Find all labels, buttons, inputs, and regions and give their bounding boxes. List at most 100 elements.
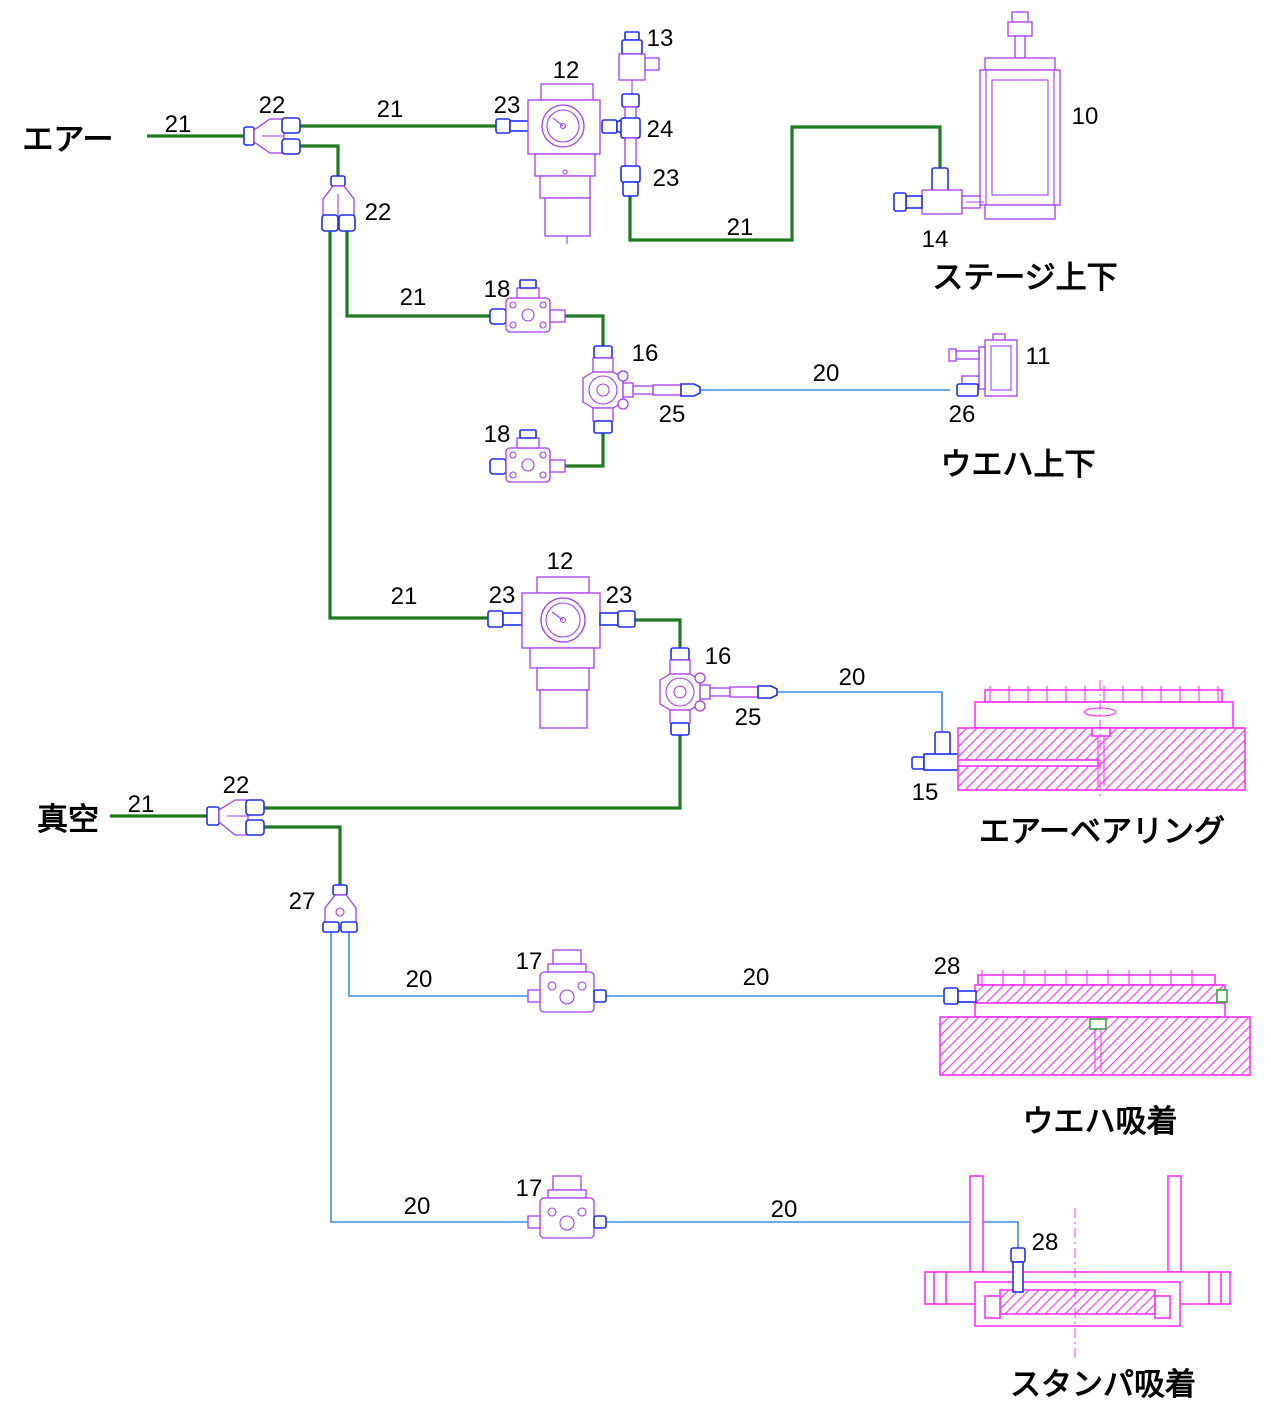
hatch-line bbox=[1065, 984, 1085, 1004]
hatch-line bbox=[1074, 1289, 1100, 1315]
callout: 12 bbox=[553, 57, 580, 84]
hatch-line bbox=[1104, 727, 1168, 791]
vacuum-filter-17-lower bbox=[527, 1175, 607, 1239]
cylinder-head bbox=[984, 57, 1056, 71]
callout: 24 bbox=[647, 116, 674, 143]
callout: 20 bbox=[743, 964, 770, 991]
hatch-line bbox=[957, 727, 968, 738]
fitting-body bbox=[218, 799, 249, 836]
hatch-line bbox=[1210, 1035, 1251, 1076]
callout: 23 bbox=[494, 92, 521, 119]
hatch-line bbox=[1080, 1016, 1140, 1076]
fitting-sleeve bbox=[243, 126, 255, 146]
fitting-sleeve bbox=[330, 175, 346, 187]
hatch-line bbox=[999, 1289, 1020, 1310]
hatch-line bbox=[1054, 727, 1118, 791]
tee-top-fitting bbox=[621, 93, 640, 108]
label-wafer-suction: ウエハ吸着 bbox=[1023, 1104, 1178, 1140]
stamper-chuck bbox=[924, 1175, 1231, 1360]
chuck-top-plate bbox=[977, 974, 1216, 986]
top-port bbox=[592, 357, 614, 373]
screw bbox=[539, 321, 547, 329]
hatch-line bbox=[1145, 984, 1165, 1004]
hatch-line bbox=[985, 984, 1005, 1004]
hatch-line bbox=[1070, 1016, 1130, 1076]
valve-knob bbox=[624, 31, 640, 41]
callout: 22 bbox=[365, 199, 392, 226]
callout: 25 bbox=[735, 704, 762, 731]
piston-rod bbox=[1014, 35, 1026, 59]
callout: 11 bbox=[1026, 343, 1051, 370]
hatch-line bbox=[1084, 727, 1148, 791]
callout: 21 bbox=[165, 111, 192, 138]
y-fitting-22-branch bbox=[321, 175, 356, 232]
holder-lip-left bbox=[984, 1295, 1001, 1319]
filter-cap bbox=[552, 1175, 582, 1191]
hatch-line bbox=[1184, 729, 1246, 791]
filter-inlet bbox=[527, 989, 541, 1003]
fitting-sleeve bbox=[332, 884, 348, 896]
elbow-body bbox=[923, 753, 959, 771]
fitting-sleeve bbox=[206, 806, 220, 826]
control-knob bbox=[519, 429, 537, 439]
stage-cylinder-10 bbox=[979, 11, 1061, 220]
tube-tee-to-filter-lower bbox=[330, 930, 529, 1223]
valve-spool bbox=[588, 375, 618, 405]
callout: 21 bbox=[377, 96, 404, 123]
adjust-screw bbox=[905, 195, 923, 209]
label-air-source: エアー bbox=[22, 122, 113, 158]
hatch-line bbox=[1094, 1289, 1120, 1315]
fitting-23-sleeve bbox=[622, 181, 639, 197]
callout: 10 bbox=[1072, 103, 1099, 130]
filter-neck bbox=[547, 1189, 587, 1199]
hatch-line bbox=[1120, 1016, 1180, 1076]
valve-spool bbox=[665, 677, 695, 707]
top-fitting bbox=[593, 345, 613, 359]
y-fitting-22-vacuum bbox=[206, 799, 265, 836]
elbow-fitting-15 bbox=[911, 731, 959, 771]
tube-to-flow-control-upper bbox=[345, 230, 491, 318]
valve-body bbox=[921, 189, 963, 215]
hatch-line bbox=[939, 1016, 960, 1037]
hatch-line bbox=[1084, 1289, 1110, 1315]
callout: 20 bbox=[406, 966, 433, 993]
hatch-line bbox=[970, 1016, 1030, 1076]
section-hatching bbox=[939, 1016, 1251, 1076]
regulator-neck bbox=[536, 667, 590, 691]
hatch-line bbox=[1055, 984, 1075, 1004]
callout: 26 bbox=[949, 401, 976, 428]
side-knob bbox=[617, 370, 629, 382]
chuck-plug bbox=[1089, 1018, 1107, 1030]
port-upper bbox=[955, 350, 980, 360]
hatch-line bbox=[995, 984, 1015, 1004]
side-knob bbox=[694, 700, 706, 712]
callouts: 21 22 21 23 12 13 24 23 10 22 21 14 21 1… bbox=[128, 25, 1099, 1256]
callout: 28 bbox=[934, 953, 961, 980]
y-fitting-22-air bbox=[243, 117, 301, 155]
regulator-mid bbox=[529, 647, 595, 669]
top-fitting bbox=[670, 647, 690, 661]
hatch-line bbox=[1045, 984, 1065, 1004]
filter-element bbox=[559, 989, 575, 1005]
tee-fitting-24 bbox=[620, 93, 641, 197]
hatch-line bbox=[1060, 1016, 1120, 1076]
outlet-block bbox=[699, 684, 711, 700]
callout: 20 bbox=[404, 1193, 431, 1220]
bearing-body bbox=[957, 727, 1246, 791]
hatch-line bbox=[1044, 1289, 1070, 1315]
fitting-port-lower bbox=[281, 138, 301, 155]
tube-valve-to-vacuum-tee bbox=[264, 735, 682, 810]
hatch-line bbox=[1020, 1016, 1080, 1076]
hatch-line bbox=[1165, 984, 1185, 1004]
filter-cap bbox=[552, 949, 582, 965]
valve-cap bbox=[621, 39, 643, 55]
screw bbox=[539, 451, 547, 459]
callout: 16 bbox=[632, 340, 659, 367]
port-upper-end bbox=[948, 348, 957, 362]
hatch-line bbox=[1200, 1025, 1251, 1076]
callout: 22 bbox=[223, 772, 250, 799]
screw bbox=[547, 981, 557, 991]
bearing-step bbox=[974, 701, 1234, 729]
callout: 23 bbox=[489, 582, 516, 609]
filter-outlet bbox=[593, 1215, 607, 1229]
